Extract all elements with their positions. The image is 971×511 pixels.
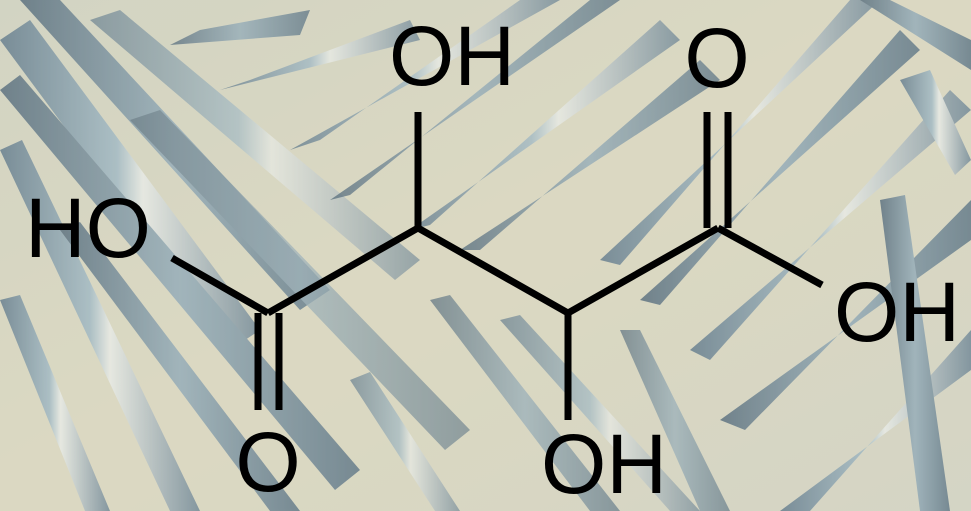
atom-label-carbonyl-top-right: O — [684, 11, 749, 105]
bond-c3-c4 — [566, 224, 720, 317]
bond-c4-hydroxyl-right — [716, 224, 824, 289]
bond-c2-c3 — [416, 224, 570, 317]
atom-label-carbonyl-bottom-left: O — [235, 415, 300, 509]
atom-label-hydroxyl-left: HO — [25, 181, 151, 275]
atom-label-hydroxyl-bottom: OH — [541, 417, 667, 511]
atom-label-hydroxyl-top: OH — [389, 9, 515, 103]
bond-c1-hydroxyl-left — [170, 254, 270, 317]
bond-c1-c2 — [266, 224, 420, 317]
atom-label-hydroxyl-right: OH — [834, 265, 960, 359]
